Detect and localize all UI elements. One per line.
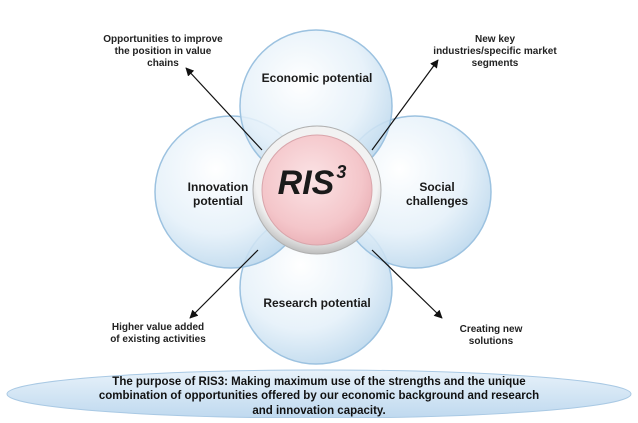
arrow-bottom-right xyxy=(371,249,443,319)
center-title-text: RIS xyxy=(277,164,335,202)
center-circle xyxy=(261,134,373,246)
petal-label-social: Social challenges xyxy=(405,180,469,209)
petal-label-research: Research potential xyxy=(263,296,371,310)
outcome-bottom-left: Higher value added of existing activitie… xyxy=(110,322,206,345)
petal-label-innovation: Innovation potential xyxy=(187,180,249,209)
purpose-banner-text: The purpose of RIS3: Making maximum use … xyxy=(98,376,540,417)
arrow-top-left xyxy=(185,67,263,151)
outcome-top-left: Opportunities to improve the position in… xyxy=(103,34,223,69)
outcome-top-right: New key industries/specific market segme… xyxy=(433,34,557,69)
petal-label-economic: Economic potential xyxy=(261,71,373,85)
outcome-bottom-right: Creating new solutions xyxy=(459,324,523,347)
center-title-superscript: 3 xyxy=(336,162,347,182)
arrow-bottom-left xyxy=(189,249,259,319)
arrow-top-right xyxy=(371,59,439,151)
